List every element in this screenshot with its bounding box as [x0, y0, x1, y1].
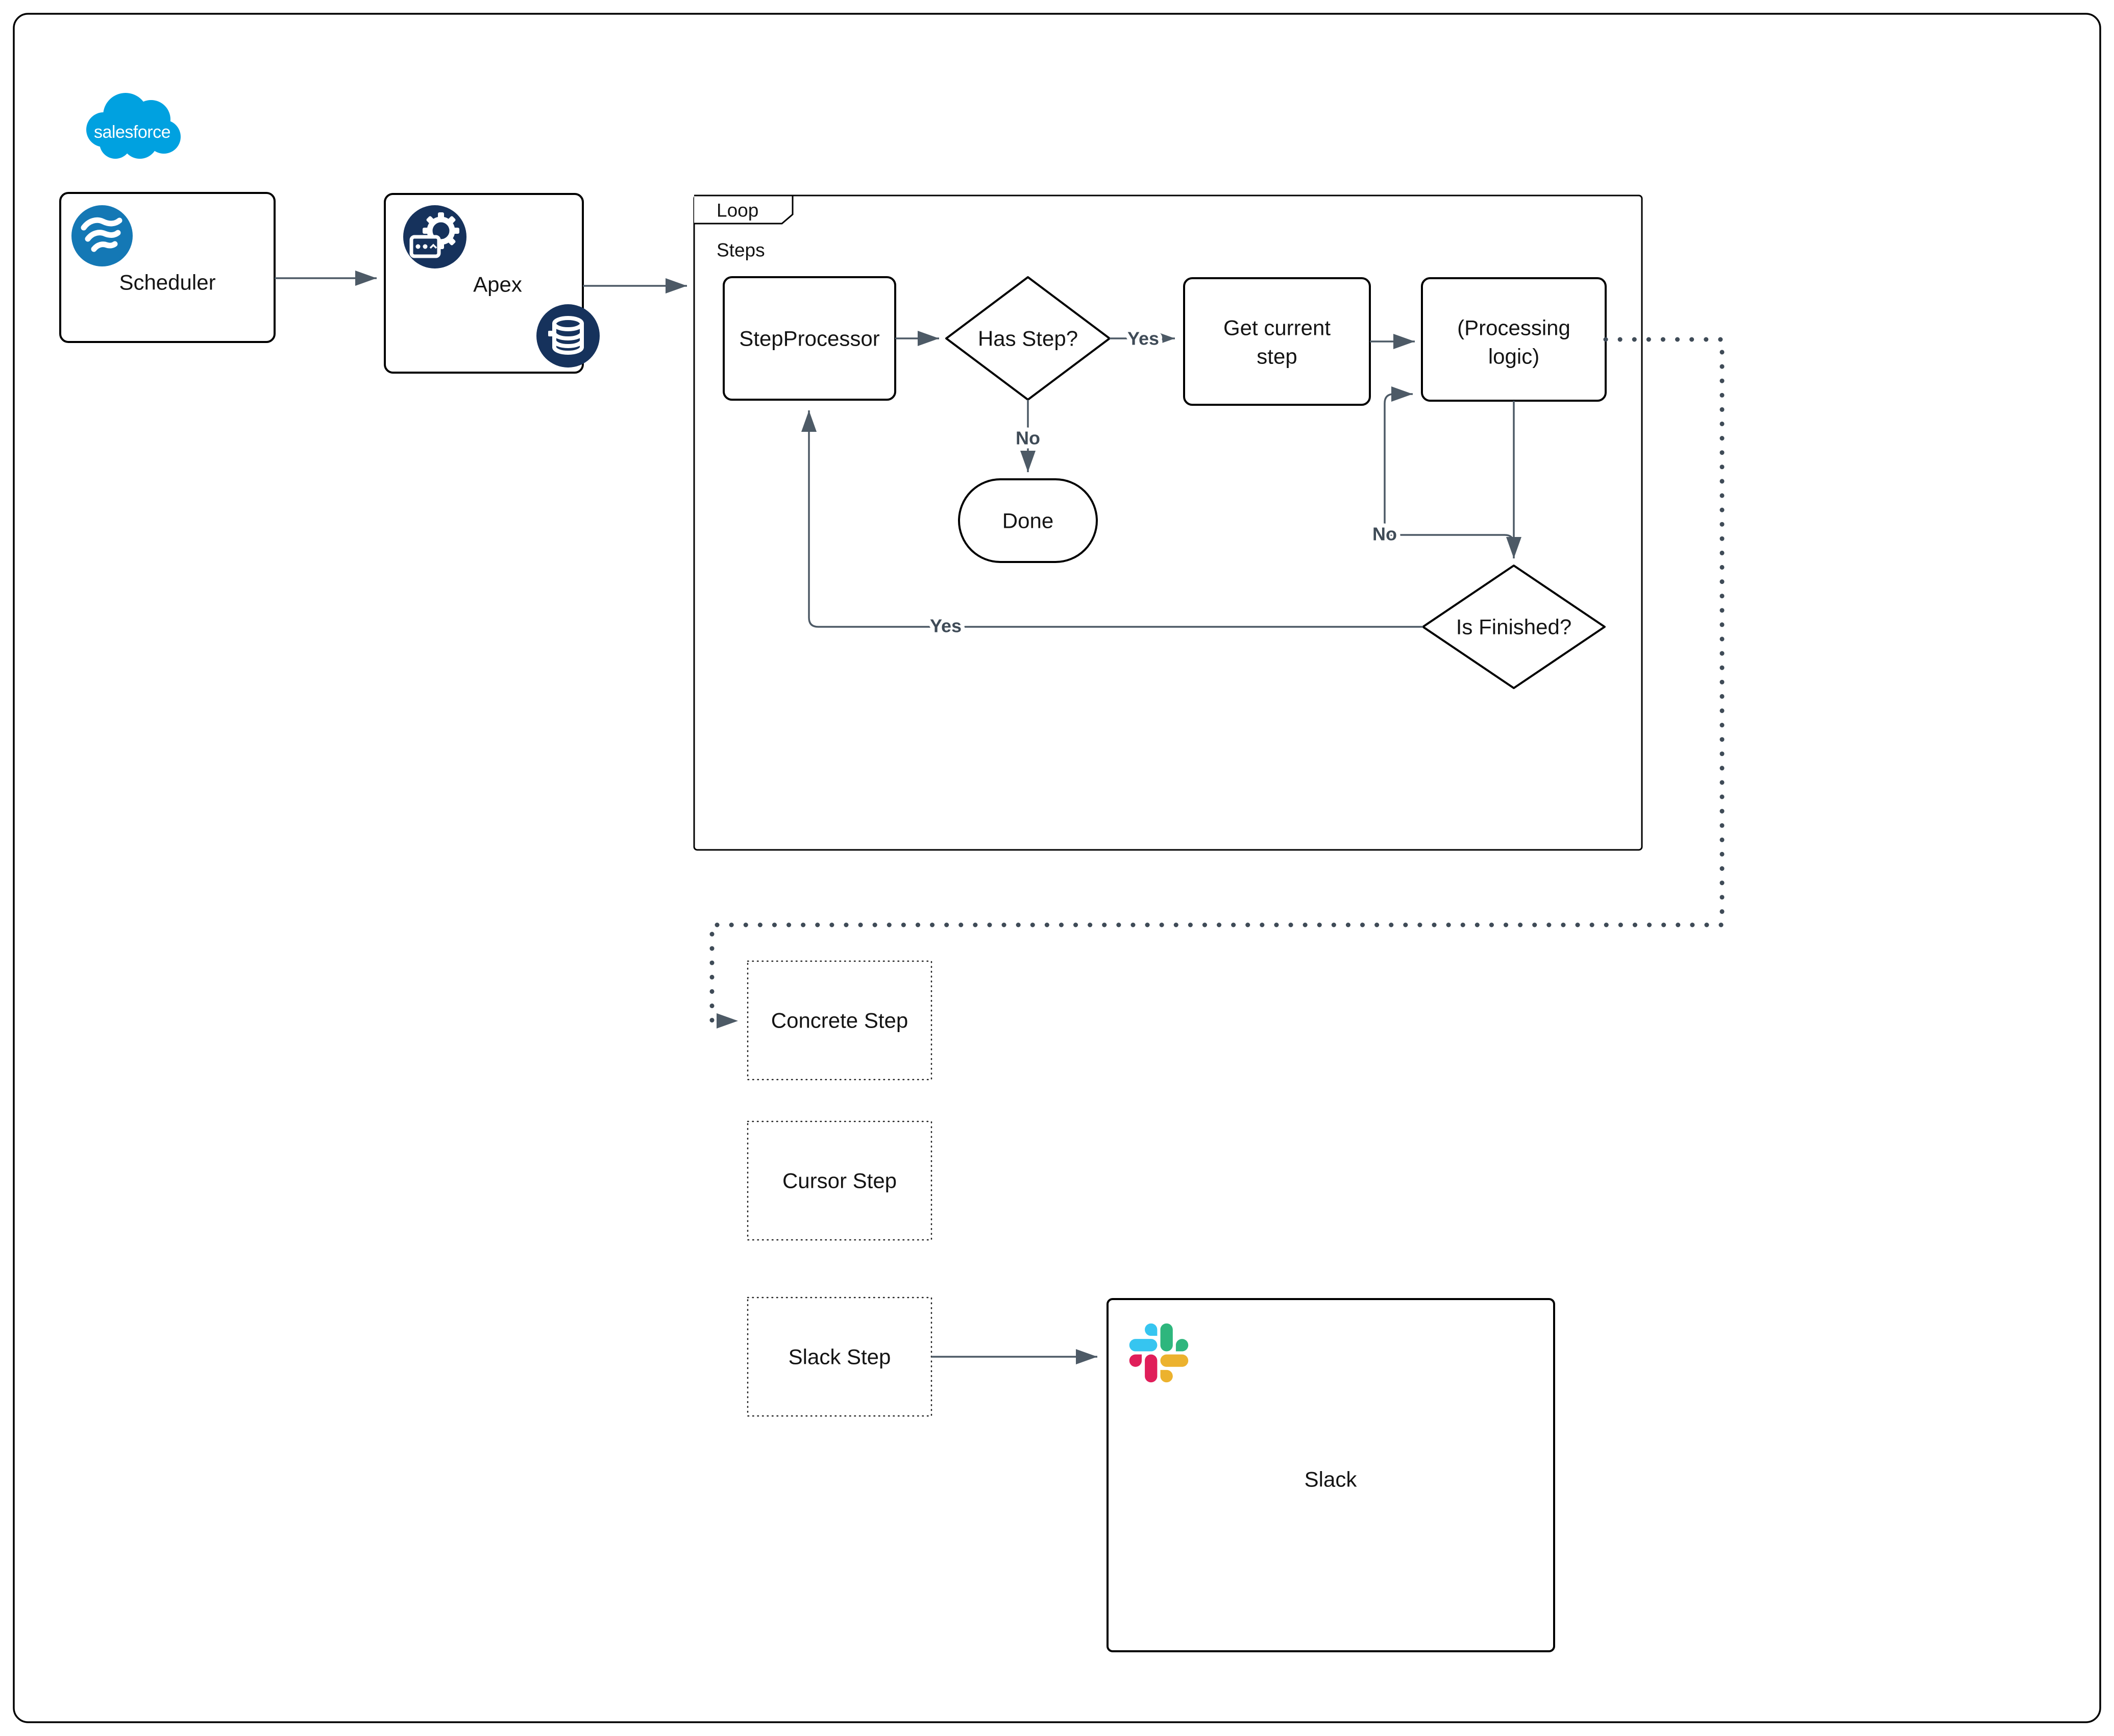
slack-logo [1129, 1323, 1189, 1383]
is-finished-decision: Is Finished? [1422, 565, 1606, 689]
edge-isfinished-no-label: No [1372, 524, 1397, 545]
loop-frame: Loop Steps [693, 194, 1643, 851]
is-finished-label: Is Finished? [1456, 615, 1571, 639]
slack-step-label: Slack Step [789, 1345, 891, 1369]
has-step-label: Has Step? [978, 327, 1078, 351]
processing-logic-node: (Processing logic) [1421, 277, 1607, 402]
apex-label: Apex [473, 273, 522, 297]
scheduler-waves-icon [71, 205, 133, 266]
step-processor-label: StepProcessor [739, 327, 879, 351]
edge-hasstep-yes-label: Yes [1127, 328, 1159, 349]
step-processor-node: StepProcessor [723, 276, 896, 401]
cursor-step-label: Cursor Step [782, 1169, 897, 1193]
done-label: Done [1002, 509, 1053, 533]
scheduler-label: Scheduler [119, 271, 215, 295]
database-icon [536, 304, 600, 368]
loop-frame-title: Loop [717, 200, 758, 221]
salesforce-logo-text: salesforce [94, 123, 170, 142]
slack-label: Slack [1305, 1468, 1358, 1492]
processing-logic-label-line1: (Processing [1457, 316, 1570, 340]
loop-frame-tab [694, 194, 794, 225]
get-current-step-label-line2: step [1257, 345, 1297, 369]
edge-processing-concrete-dotted [709, 337, 1725, 1029]
gear-terminal-icon [403, 205, 466, 268]
processing-logic-label-line2: logic) [1488, 345, 1539, 369]
get-current-step-label-line1: Get current [1223, 316, 1331, 340]
scheduler-node: Scheduler [59, 192, 276, 343]
apex-node: Apex [384, 193, 600, 374]
edge-isfinished-yes-label: Yes [930, 616, 962, 637]
edge-hasstep-no-label: No [1016, 428, 1040, 449]
concrete-step-node: Concrete Step [747, 960, 932, 1081]
get-current-step-node: Get current step [1183, 277, 1371, 406]
slack-step-node: Slack Step [747, 1297, 932, 1417]
done-node: Done [958, 478, 1098, 563]
edge-isfinished-no [1384, 386, 1515, 545]
salesforce-cloud-logo: salesforce [86, 93, 181, 159]
slack-node: Slack [1107, 1298, 1555, 1652]
edge-isfinished-yes [801, 410, 1423, 628]
cursor-step-node: Cursor Step [747, 1120, 932, 1241]
steps-label: Steps [717, 240, 765, 261]
concrete-step-label: Concrete Step [771, 1009, 908, 1033]
